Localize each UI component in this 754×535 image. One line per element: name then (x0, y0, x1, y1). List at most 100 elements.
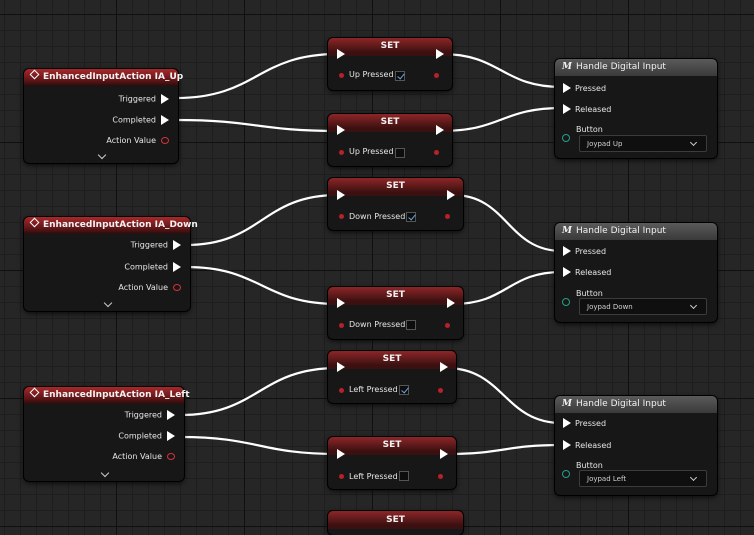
exec-in-icon[interactable] (563, 440, 571, 450)
action-value-pin[interactable]: Action Value (118, 283, 181, 293)
bool-pin-icon[interactable] (339, 214, 344, 219)
bool-pin-icon[interactable] (438, 388, 443, 393)
value-checkbox[interactable] (399, 471, 409, 481)
event-node-header: EnhancedInputAction IA_Left (24, 387, 190, 404)
exec-in-icon[interactable] (337, 49, 345, 59)
bool-pin-icon[interactable] (438, 474, 443, 479)
exec-in-icon[interactable] (563, 83, 571, 93)
set-var-label: Left Pressed (349, 472, 398, 481)
exec-wire (179, 435, 339, 456)
data-pin-icon[interactable] (161, 137, 169, 144)
exec-out-icon[interactable] (161, 94, 169, 104)
button-combo[interactable]: Joypad Down (579, 298, 707, 315)
set-node-up-pressed-true[interactable]: SET Up Pressed (328, 38, 452, 90)
bool-pin-icon[interactable] (339, 474, 344, 479)
exec-out-icon[interactable] (436, 125, 444, 135)
exec-out-icon[interactable] (436, 49, 444, 59)
set-node-up-pressed-false[interactable]: SET Up Pressed (328, 114, 452, 166)
exec-in-icon[interactable] (563, 267, 571, 277)
pressed-pin-label: Pressed (575, 84, 607, 93)
event-diamond-icon (29, 69, 40, 80)
exec-wire (452, 193, 563, 253)
expand-chevron-icon[interactable] (97, 150, 107, 160)
exec-out-icon[interactable] (440, 362, 448, 372)
bool-pin-icon[interactable] (434, 150, 439, 155)
completed-pin[interactable]: Completed (118, 431, 175, 441)
value-checkbox[interactable] (399, 385, 409, 395)
enum-pin-icon[interactable] (562, 470, 570, 478)
triggered-pin[interactable]: Triggered (131, 240, 181, 250)
value-checkbox[interactable] (406, 320, 416, 330)
bool-pin-icon[interactable] (445, 323, 450, 328)
set-node-down-pressed-false[interactable]: SET Down Pressed (328, 287, 463, 339)
exec-in-icon[interactable] (337, 298, 345, 308)
set-node-left-pressed-false[interactable]: SET Left Pressed (328, 437, 456, 489)
chevron-down-icon (689, 301, 698, 310)
bool-pin-icon[interactable] (339, 150, 344, 155)
enum-pin-icon[interactable] (562, 134, 570, 142)
set-node-header: SET (328, 437, 456, 455)
exec-wire (452, 270, 563, 306)
event-node-ia-down[interactable]: EnhancedInputAction IA_Down Triggered Co… (24, 217, 198, 311)
set-node-left-pressed-true[interactable]: SET Left Pressed (328, 351, 456, 403)
set-var-label: Left Pressed (349, 385, 398, 394)
event-node-ia-up[interactable]: EnhancedInputAction IA_Up Triggered Comp… (24, 69, 183, 163)
exec-out-icon[interactable] (173, 262, 181, 272)
bool-pin-icon[interactable] (339, 323, 344, 328)
data-pin-icon[interactable] (173, 284, 181, 291)
value-checkbox[interactable] (395, 71, 405, 81)
exec-in-icon[interactable] (337, 190, 345, 200)
exec-out-icon[interactable] (173, 240, 181, 250)
set-node-down-pressed-true[interactable]: SET Down Pressed (328, 178, 463, 230)
set-var-label: Up Pressed (349, 147, 394, 156)
exec-out-icon[interactable] (447, 190, 455, 200)
data-pin-icon[interactable] (167, 453, 175, 460)
button-combo[interactable]: Joypad Left (579, 470, 707, 487)
enum-pin-icon[interactable] (562, 298, 570, 306)
exec-in-icon[interactable] (337, 125, 345, 135)
exec-out-icon[interactable] (447, 298, 455, 308)
expand-chevron-icon[interactable] (103, 298, 113, 308)
set-var-label: Up Pressed (349, 70, 394, 79)
bool-pin-icon[interactable] (339, 388, 344, 393)
action-value-pin[interactable]: Action Value (112, 452, 175, 462)
exec-in-icon[interactable] (337, 449, 345, 459)
set-node-partial[interactable]: SET (328, 511, 463, 535)
completed-pin[interactable]: Completed (124, 262, 181, 272)
expand-chevron-icon[interactable] (100, 468, 110, 478)
macro-m-icon: M (562, 226, 572, 236)
chevron-down-icon (689, 473, 698, 482)
value-checkbox[interactable] (395, 148, 405, 158)
exec-out-icon[interactable] (167, 431, 175, 441)
exec-out-icon[interactable] (167, 410, 175, 420)
button-combo[interactable]: Joypad Up (579, 135, 707, 152)
triggered-pin[interactable]: Triggered (119, 94, 169, 104)
bool-pin-icon[interactable] (445, 214, 450, 219)
bool-pin-icon[interactable] (339, 73, 344, 78)
exec-wire (179, 366, 339, 417)
exec-in-icon[interactable] (563, 246, 571, 256)
released-pin-label: Released (575, 441, 612, 450)
action-value-pin[interactable]: Action Value (106, 136, 169, 146)
exec-in-icon[interactable] (563, 418, 571, 428)
exec-in-icon[interactable] (337, 362, 345, 372)
chevron-down-icon (689, 138, 698, 147)
macro-m-icon: M (562, 399, 572, 409)
exec-wire (185, 265, 339, 306)
triggered-pin[interactable]: Triggered (125, 410, 175, 420)
exec-in-icon[interactable] (563, 104, 571, 114)
exec-out-icon[interactable] (440, 449, 448, 459)
event-node-ia-left[interactable]: EnhancedInputAction IA_Left Triggered Co… (24, 387, 190, 481)
completed-pin[interactable]: Completed (112, 115, 169, 125)
exec-out-icon[interactable] (161, 115, 169, 125)
exec-wire (445, 443, 563, 456)
value-checkbox[interactable] (406, 212, 416, 222)
event-title: EnhancedInputAction IA_Left (43, 390, 190, 400)
event-diamond-icon (29, 387, 40, 398)
event-node-header: EnhancedInputAction IA_Up (24, 69, 183, 86)
bool-pin-icon[interactable] (434, 73, 439, 78)
